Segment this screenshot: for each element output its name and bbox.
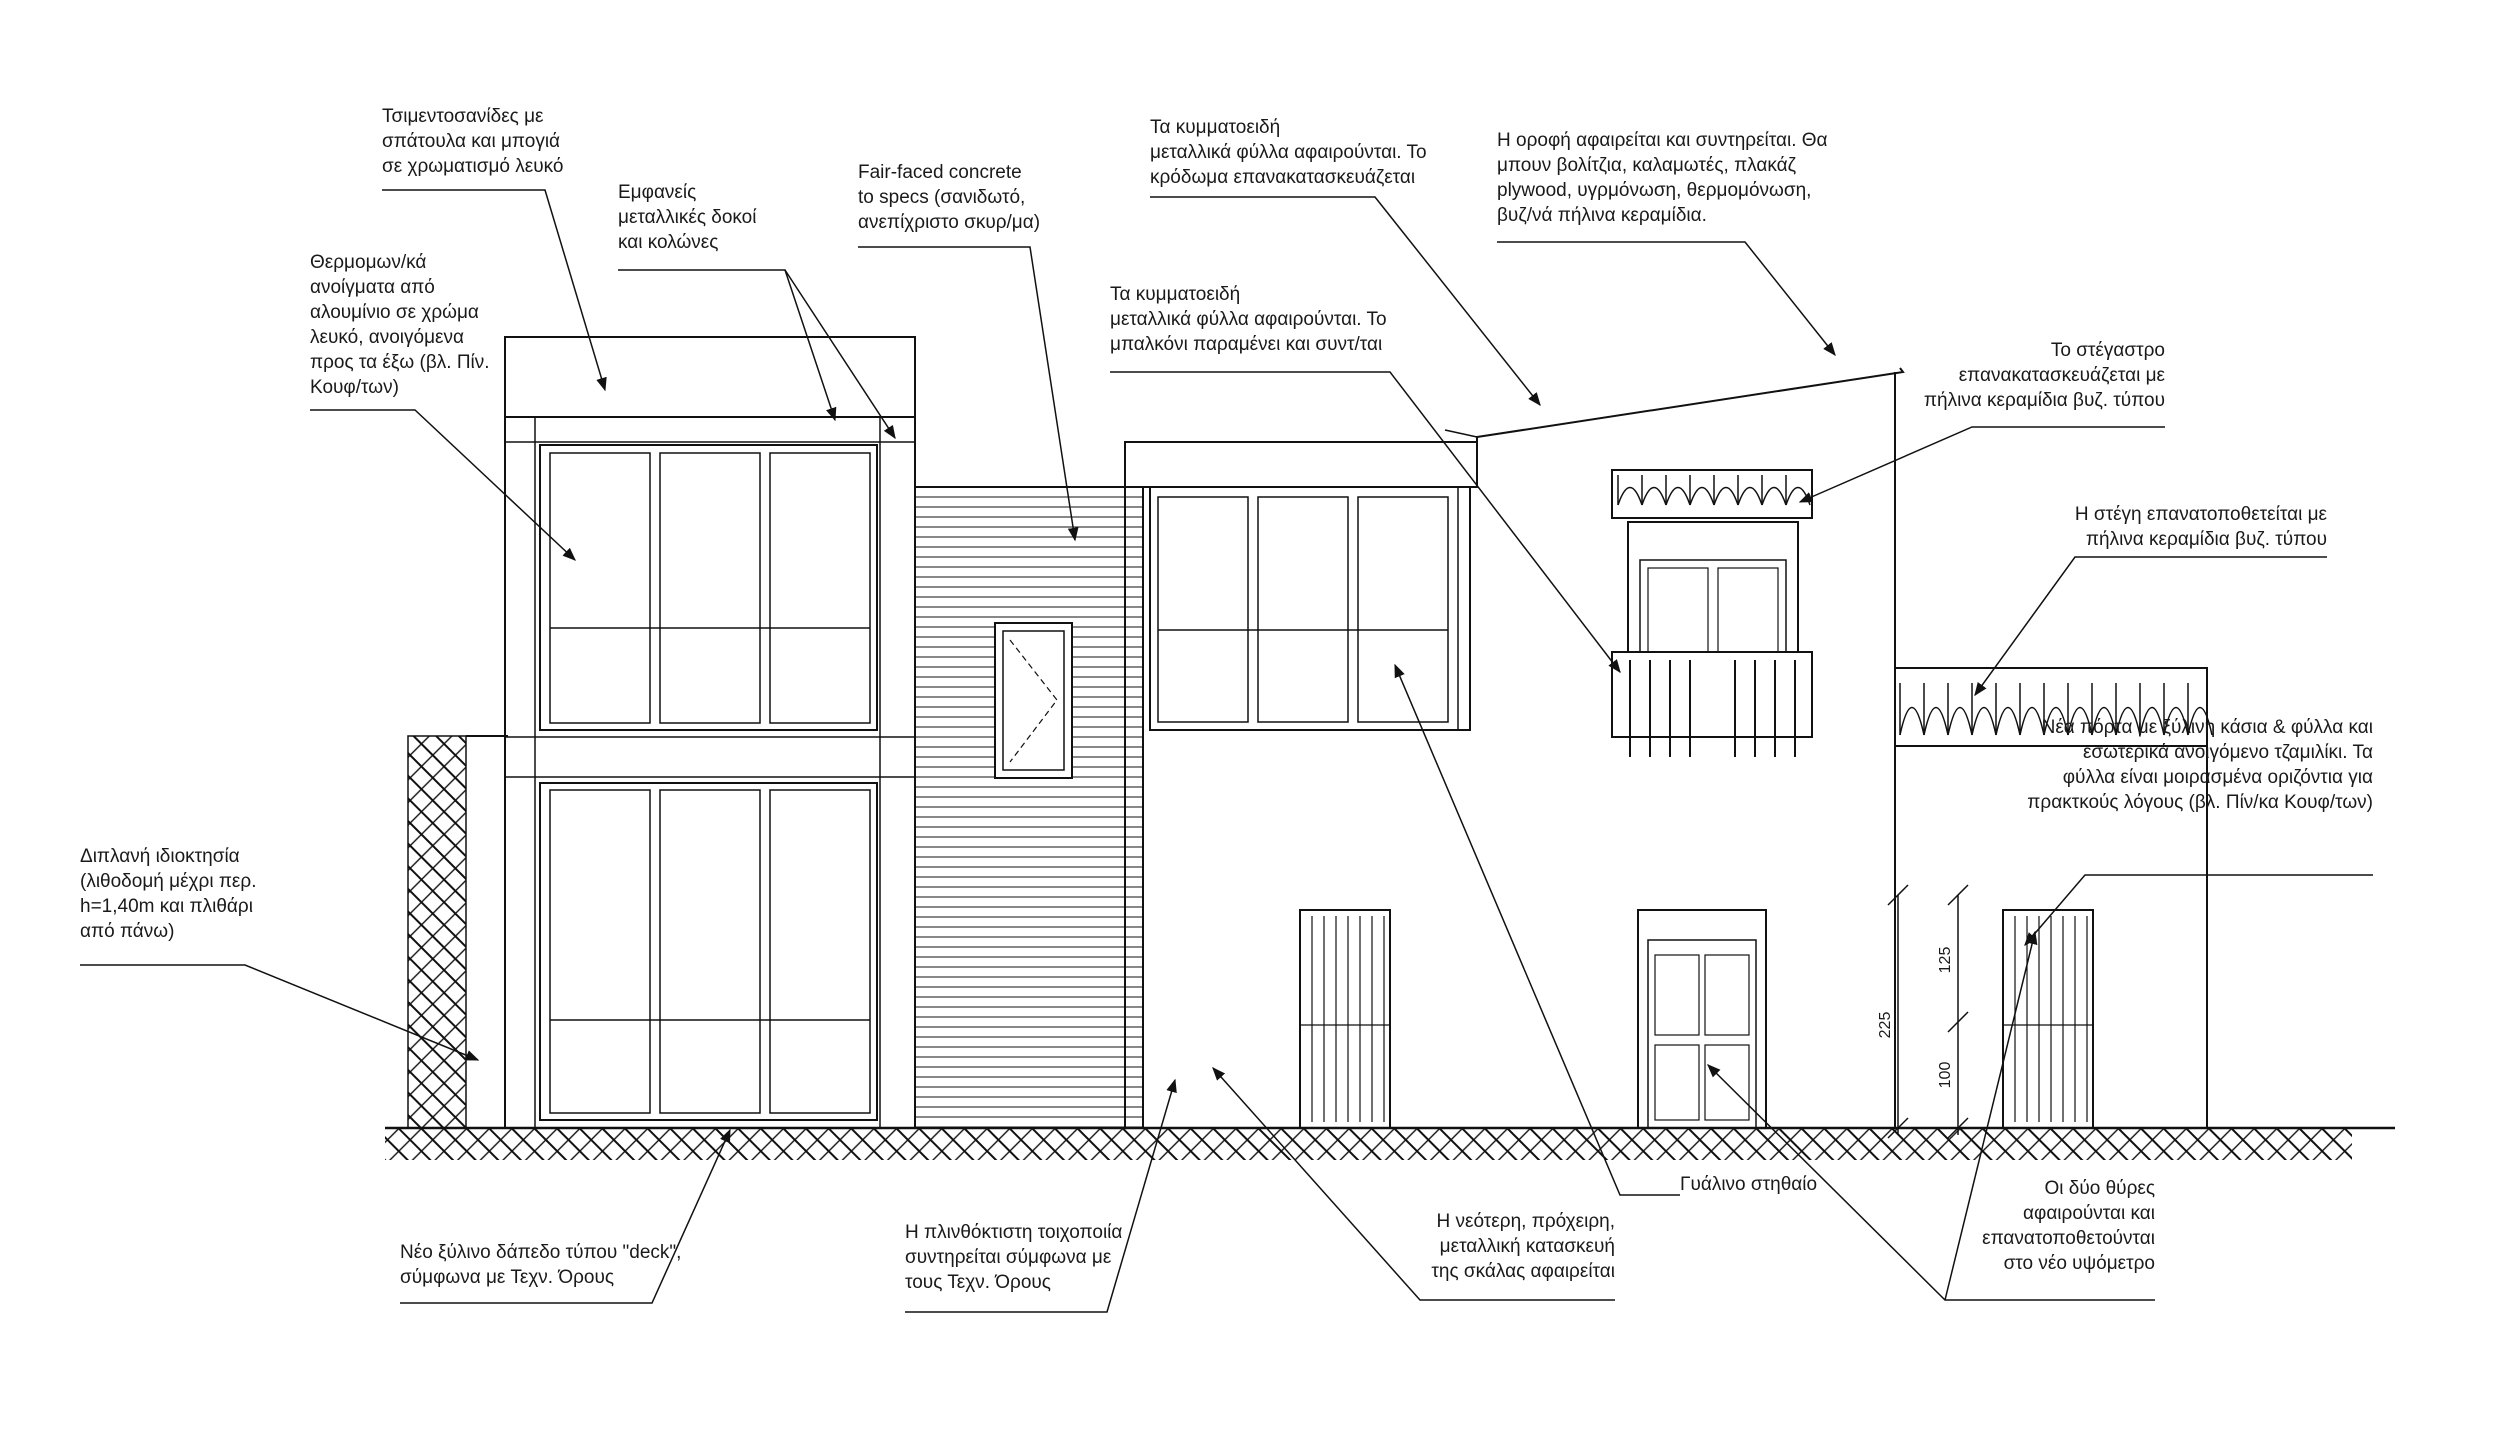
dimension-lines — [1887, 884, 1969, 1139]
right-roof — [1894, 667, 2213, 1128]
old-house — [1444, 367, 1905, 1128]
label-roof-reinstalled: Η στέγη επανατοποθετείται με πήλινα κεραμ… — [2075, 504, 2328, 550]
label-line: Οι δύο θύρες — [2045, 1178, 2155, 1199]
label-line: Νέο ξύλινο δάπεδο τύπου "deck", — [400, 1242, 681, 1263]
label-line: σε χρωματισμό λευκό — [382, 156, 563, 177]
neighbor-wall — [407, 735, 508, 1129]
label-roof-removed: Η οροφή αφαιρείται και συντηρείται. Θα μπ… — [1497, 130, 1828, 226]
label-line: κρόδωμα επανακατασκευάζεται — [1150, 167, 1415, 188]
label-line: αλουμίνιο σε χρώμα — [310, 302, 479, 323]
label-line: Η νεότερη, πρόχειρη, — [1437, 1211, 1615, 1232]
label-line: Τσιμεντοσανίδες με — [382, 106, 544, 127]
label-neighbor-property: Διπλανή ιδιοκτησία (λιθοδομή μέχρι περ. h=… — [80, 846, 256, 942]
label-line: Θερμομων/κά — [310, 252, 426, 273]
label-line: Τα κυμματοειδή — [1110, 284, 1240, 305]
label-corrugated-sheets-frame: Τα κυμματοειδή μεταλλικά φύλλα αφαιρούντα… — [1150, 117, 1427, 188]
label-fair-faced-concrete: Fair-faced concrete to specs (σανιδωτό, αν… — [858, 162, 1040, 233]
ground-hatch — [385, 1126, 2395, 1160]
label-line: Fair-faced concrete — [858, 162, 1022, 183]
label-line: Νέα πόρτα με ξύλινη κάσια & φύλλα και — [2042, 717, 2373, 738]
label-line: ανοίγματα από — [310, 277, 435, 298]
label-line: h=1,40m και πλιθάρι — [80, 896, 253, 917]
label-line: σπάτουλα και μπογιά — [382, 131, 560, 152]
upper-balcony — [1611, 469, 1813, 757]
ground-doors — [1299, 909, 2094, 1129]
label-line: μεταλλική κατασκευή — [1440, 1236, 1615, 1257]
label-line: αφαιρούνται και — [2023, 1203, 2155, 1224]
dim-225: 225 — [1877, 1012, 1894, 1039]
label-line: ανεπίχριστο σκυρ/μα) — [858, 212, 1040, 233]
label-line: μεταλλικά φύλλα αφαιρούνται. Το — [1110, 309, 1387, 330]
label-line: και κολώνες — [618, 232, 718, 253]
label-line: to specs (σανιδωτό, — [858, 187, 1025, 208]
label-line: Η στέγη επανατοποθετείται με — [2075, 504, 2328, 525]
leader-lines — [80, 189, 2373, 1313]
label-line: (λιθοδομή μέχρι περ. — [80, 871, 256, 892]
label-line: πρακτκούς λόγους (βλ. Πίν/κα Κουφ/των) — [2027, 792, 2373, 813]
middle-volume — [1124, 441, 1478, 1128]
label-line: Το στέγαστρο — [2051, 340, 2165, 361]
label-line: εσωτερικά ανοιγόμενο τζαμιλίκι. Τα — [2083, 742, 2373, 763]
label-line: μπαλκόνι παραμένει και συντ/ται — [1110, 334, 1382, 355]
label-steel-beams: Εμφανείς μεταλλικές δοκοί και κολώνες — [618, 182, 757, 253]
label-line: Η πλινθόκτιστη τοιχοποιία — [905, 1222, 1122, 1243]
label-canopy: Το στέγαστρο επανακατασκευάζεται με πήλινα… — [1924, 340, 2166, 411]
label-line: στο νέο υψόμετρο — [2004, 1253, 2155, 1274]
label-line: συντηρείται σύμφωνα με — [905, 1247, 1112, 1268]
label-line: Εμφανείς — [618, 182, 696, 203]
label-line: plywood, υγρμόνωση, θερμομόνωση, — [1497, 180, 1811, 201]
concrete-wall — [914, 486, 1144, 1129]
dim-125: 125 — [1937, 947, 1954, 974]
label-adobe-wall: Η πλινθόκτιστη τοιχοποιία συντηρείται σύμ… — [905, 1222, 1122, 1293]
label-cement-boards: Τσιμεντοσανίδες με σπάτουλα και μπογιά σε … — [382, 106, 563, 177]
label-corrugated-sheets-balcony: Τα κυμματοειδή μεταλλικά φύλλα αφαιρούντα… — [1110, 284, 1387, 355]
label-line: μπουν βολίτζια, καλαμωτές, πλακάζ — [1497, 155, 1797, 176]
label-line: προς τα έξω (βλ. Πίν. — [310, 352, 490, 373]
label-line: φύλλα είναι μοιρασμένα οριζόντια για — [2063, 767, 2373, 788]
label-thermal-openings: Θερμομων/κά ανοίγματα από αλουμίνιο σε χρώ… — [310, 252, 490, 398]
label-two-doors: Οι δύο θύρες αφαιρούνται και επανατοποθετο… — [1982, 1178, 2155, 1274]
label-line: Διπλανή ιδιοκτησία — [80, 846, 240, 867]
label-line: πήλινα κεραμίδια βυζ. τύπου — [2086, 529, 2327, 550]
label-line: επανατοποθετούνται — [1982, 1228, 2155, 1249]
label-line: τους Τεχν. Όρους — [905, 1272, 1051, 1293]
dim-100: 100 — [1937, 1062, 1954, 1089]
label-line: πήλινα κεραμίδια βυζ. τύπου — [1924, 390, 2165, 411]
label-line: Τα κυμματοειδή — [1150, 117, 1280, 138]
annotation-labels: Τσιμεντοσανίδες με σπάτουλα και μπογιά σε … — [80, 106, 2373, 1293]
label-line: από πάνω) — [80, 921, 174, 942]
label-line: Γυάλινο στηθαίο — [1680, 1174, 1817, 1195]
label-line: βυζ/νά πήλινα κεραμίδια. — [1497, 205, 1707, 226]
label-line: επανακατασκευάζεται με — [1959, 365, 2166, 386]
label-new-door: Νέα πόρτα με ξύλινη κάσια & φύλλα και εσω… — [2027, 717, 2373, 813]
label-metal-staircase: Η νεότερη, πρόχειρη, μεταλλική κατασκευή τ… — [1431, 1211, 1615, 1282]
left-steel-volume — [504, 336, 916, 1129]
label-line: σύμφωνα με Τεχν. Όρους — [400, 1267, 614, 1288]
label-line: μεταλλικά φύλλα αφαιρούνται. Το — [1150, 142, 1427, 163]
label-line: της σκάλας αφαιρείται — [1431, 1261, 1615, 1282]
label-line: Η οροφή αφαιρείται και συντηρείται. Θα — [1497, 130, 1828, 151]
label-line: Κουφ/των) — [310, 377, 399, 398]
label-wooden-deck: Νέο ξύλινο δάπεδο τύπου "deck", σύμφωνα μ… — [400, 1242, 681, 1288]
label-line: μεταλλικές δοκοί — [618, 207, 757, 228]
label-line: λευκό, ανοιγόμενα — [310, 327, 464, 348]
label-glass-parapet: Γυάλινο στηθαίο — [1680, 1174, 1817, 1195]
